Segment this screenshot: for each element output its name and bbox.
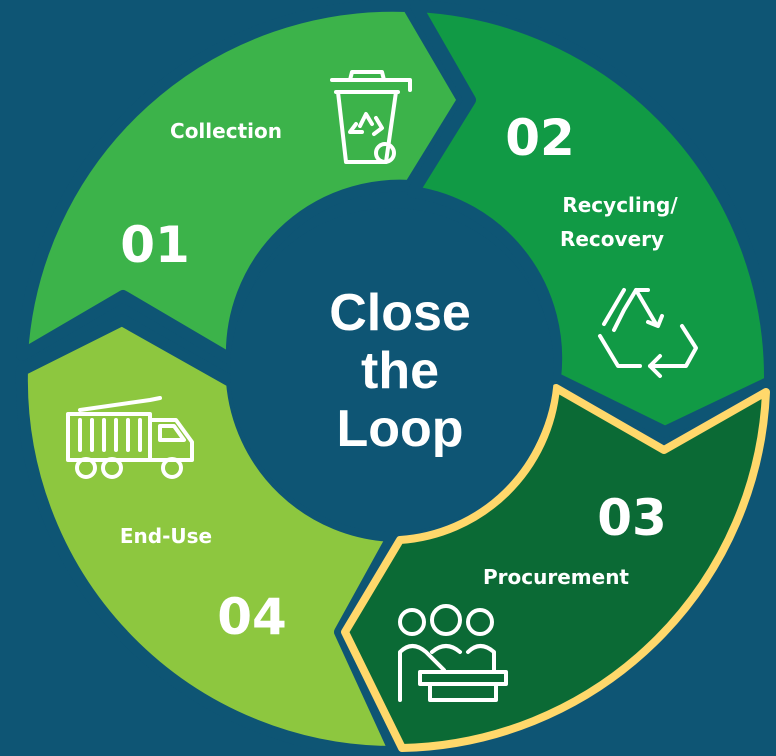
- center-line-3: Loop: [336, 400, 463, 458]
- step-04-number: 04: [217, 588, 287, 646]
- step-03-number: 03: [597, 489, 667, 547]
- center-line-1: Close: [329, 284, 471, 342]
- step-03-label: Procurement: [483, 565, 629, 589]
- meeting-people-icon: [398, 604, 508, 702]
- step-02-label-line-2: Recovery: [560, 227, 664, 251]
- step-01-number: 01: [120, 216, 190, 274]
- segment-01: [16, 0, 469, 366]
- step-02-number: 02: [505, 109, 575, 167]
- center-line-2: the: [361, 342, 439, 400]
- garbage-truck-icon: [66, 396, 194, 479]
- recycle-arrows-icon: [598, 288, 698, 378]
- recycle-bin-icon: [330, 70, 412, 164]
- step-04-label: End-Use: [120, 524, 212, 548]
- step-01-label: Collection: [170, 119, 282, 143]
- step-02-label-line-1: Recycling/: [562, 193, 678, 217]
- segment-03: [341, 384, 770, 752]
- center-circle: [230, 208, 554, 532]
